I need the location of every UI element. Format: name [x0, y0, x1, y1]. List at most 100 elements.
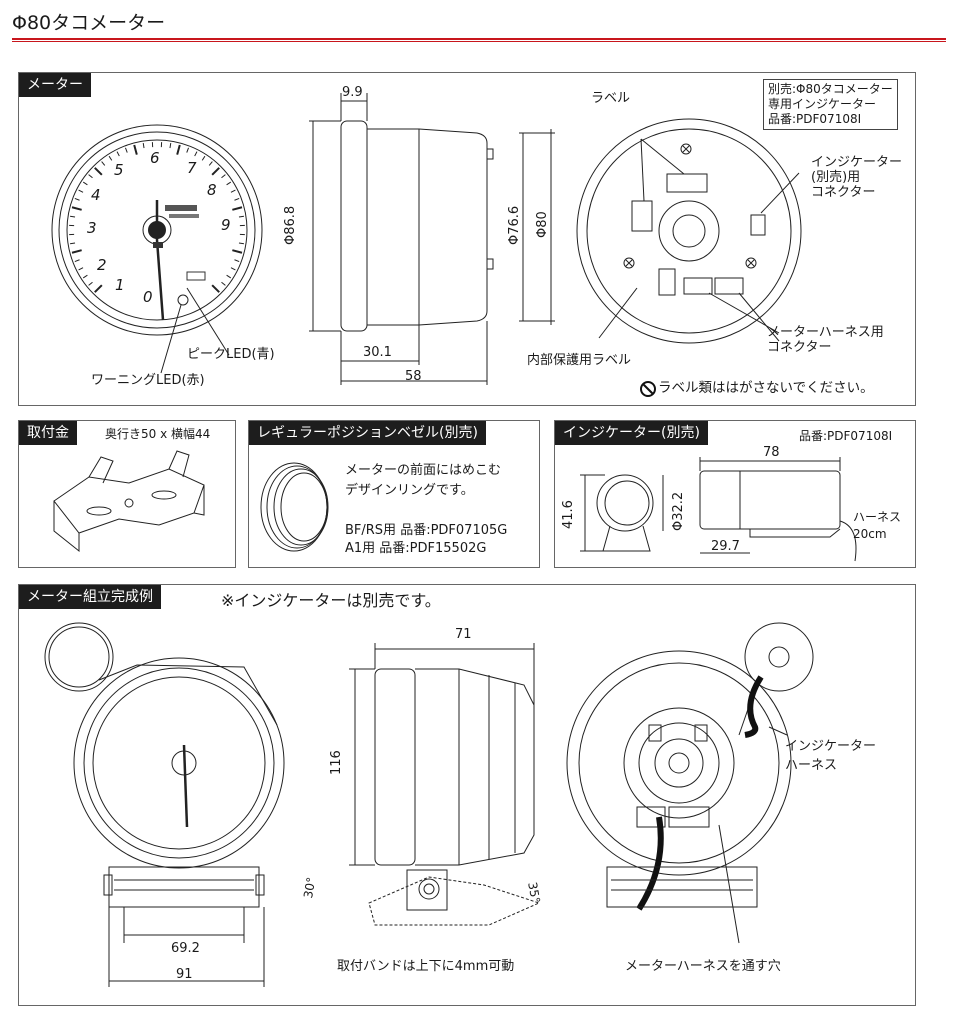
gauge-tick — [116, 151, 120, 157]
gauge-tick — [74, 259, 80, 263]
indicator-part-no: 品番:PDF07108I — [799, 429, 893, 443]
assembly-note: ※インジケーターは別売です。 — [221, 591, 441, 610]
dial-number-0: 0 — [143, 288, 153, 306]
gauge-side — [309, 93, 555, 385]
dim-29-7: 29.7 — [711, 539, 740, 554]
dial-number-4: 4 — [91, 186, 101, 204]
gauge-tick — [70, 242, 76, 245]
gauge-front — [51, 124, 263, 336]
dial-number-9: 9 — [221, 216, 231, 234]
gauge-tick — [74, 197, 80, 201]
dial-number-8: 8 — [207, 181, 217, 199]
gauge-tick — [108, 155, 113, 161]
dim-71: 71 — [455, 627, 472, 642]
bezel-a1: A1用 品番:PDF15502G — [345, 541, 487, 556]
gauge-tick — [230, 267, 236, 271]
dim-91: 91 — [176, 967, 193, 982]
indicator-harness: ハーネス 20cm — [853, 510, 902, 541]
assembly-panel: メーター組立完成例 ※インジケーターは別売です。 — [18, 584, 916, 1006]
dim-78: 78 — [763, 445, 780, 460]
dim-depth-face: 9.9 — [342, 85, 363, 100]
harness-connector-label: メーターハーネス用 コネクター — [767, 325, 884, 355]
warning-led-label: ワーニングLED(赤) — [91, 373, 205, 388]
dim-58: 58 — [405, 369, 422, 384]
gauge-tick — [71, 206, 82, 211]
gauge-tick — [88, 281, 93, 286]
gauge-tick — [208, 161, 213, 166]
assembly-rear — [566, 622, 814, 944]
gauge-tick — [82, 181, 88, 186]
gauge-tick — [142, 143, 145, 149]
dim-diameter-body: Φ76.6 — [507, 205, 522, 245]
dim-116: 116 — [329, 750, 344, 775]
meter-tag: メーター — [19, 73, 91, 97]
gauge-tick — [226, 181, 232, 186]
gauge-tick — [211, 284, 220, 293]
gauge-tick — [201, 155, 206, 161]
gauge-tick — [186, 147, 190, 153]
gauge-tick — [232, 206, 243, 211]
bracket-size: 奥行き50 x 横幅44 — [105, 427, 211, 441]
gauge-tick — [232, 249, 243, 254]
gauge-tick — [176, 144, 181, 155]
gauge-tick — [101, 161, 106, 166]
indicator-drawing — [580, 457, 857, 562]
gauge-tick — [211, 167, 220, 176]
bracket-tag: 取付金 — [19, 421, 77, 445]
dial-number-3: 3 — [87, 219, 97, 237]
page-title: Φ80タコメーター — [12, 12, 166, 34]
peak-led-label: ピークLED(青) — [187, 347, 275, 362]
gauge-tick — [94, 284, 103, 293]
indicator-panel: インジケーター(別売) 品番:PDF07108I 78 41.6 Φ32.2 2… — [554, 420, 916, 568]
gauge-rear — [576, 118, 802, 344]
injector-connector-label: インジケーター (別売)用 コネクター — [811, 155, 903, 200]
band-note: 取付バンドは上下に4mm可動 — [337, 959, 515, 974]
gauge-tick — [70, 215, 76, 218]
bracket-drawing — [53, 450, 205, 553]
gauge-tick — [221, 174, 226, 179]
assembly-tag: メーター組立完成例 — [19, 585, 161, 609]
bezel-drawing — [260, 462, 329, 552]
dim-diameter-80: Φ80 — [535, 211, 550, 238]
dial-number-7: 7 — [187, 159, 197, 177]
notice-text: ラベル類ははがさないでください。 — [658, 380, 874, 396]
gauge-tick — [88, 174, 93, 179]
inner-protect-label: 内部保護用ラベル — [527, 353, 632, 368]
bezel-bf-rs: BF/RS用 品番:PDF07105G — [345, 523, 508, 538]
gauge-tick — [133, 144, 138, 155]
gauge-tick — [238, 215, 244, 218]
gauge-tick — [238, 242, 244, 245]
dim-30-1: 30.1 — [363, 345, 392, 360]
gauge-tick — [226, 274, 232, 279]
gauge-tick — [230, 189, 236, 193]
dial-number-5: 5 — [114, 161, 124, 179]
prohibited-icon — [640, 381, 656, 397]
gauge-tick — [234, 259, 240, 263]
gauge-tick — [82, 274, 88, 279]
title-divider — [12, 38, 946, 42]
hole-note: メーターハーネスを通す穴 — [625, 959, 781, 974]
gauge-tick — [234, 197, 240, 201]
meter-drawing — [51, 93, 802, 397]
bezel-desc: メーターの前面にはめこむ デザインリングです。 — [345, 463, 502, 498]
label-label: ラベル — [591, 91, 631, 106]
assembly-drawing — [44, 622, 814, 987]
dial-number-6: 6 — [150, 149, 160, 167]
gauge-tick — [71, 249, 82, 254]
dim-69-2: 69.2 — [171, 941, 200, 956]
gauge-tick — [194, 151, 198, 157]
assembly-side — [349, 643, 541, 926]
gauge-tick — [124, 147, 128, 153]
injector-harness-label: インジケーター ハーネス — [785, 739, 877, 773]
meter-panel: メーター — [18, 72, 916, 406]
bezel-tag: レギュラーポジションベゼル(別売) — [249, 421, 486, 445]
gauge-tick — [221, 281, 226, 286]
dim-32-2: Φ32.2 — [671, 491, 686, 531]
sold-separately-note: 別売:Φ80タコメーター 専用インジケーター 品番:PDF07108I — [763, 79, 898, 130]
indicator-tag: インジケーター(別売) — [555, 421, 708, 445]
assembly-front — [44, 622, 285, 987]
dial-number-1: 1 — [115, 276, 125, 294]
gauge-tick — [78, 189, 84, 193]
gauge-tick — [78, 267, 84, 271]
dial-number-2: 2 — [97, 256, 107, 274]
